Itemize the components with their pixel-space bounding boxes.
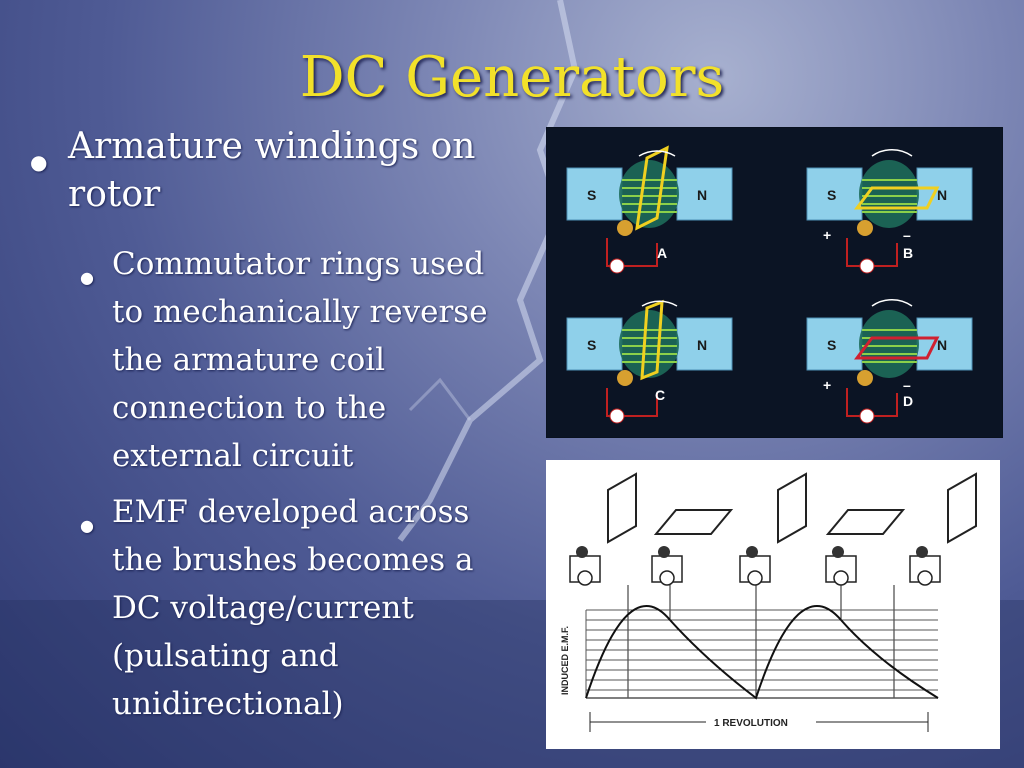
minus-label: – xyxy=(903,377,911,393)
bullet-level2: ● Commutator rings used to mechanically … xyxy=(80,240,520,480)
panel-a: S N A xyxy=(566,145,733,274)
y-axis-label: INDUCED E.M.F. xyxy=(560,626,570,695)
bullet-text: EMF developed across the brushes becomes… xyxy=(112,494,474,722)
bullet-level1: ● Armature windings on rotor xyxy=(30,123,520,219)
bullet-dot-icon: ● xyxy=(30,150,48,174)
panel-label: A xyxy=(657,245,667,261)
south-pole-label: S xyxy=(587,187,596,203)
bullet-dot-icon: ● xyxy=(80,516,94,535)
plus-label: + xyxy=(823,227,831,243)
north-pole-label: N xyxy=(937,337,947,353)
x-axis-label: 1 REVOLUTION xyxy=(714,718,788,729)
bullet-text: Armature windings on rotor xyxy=(68,126,476,215)
north-pole-label: N xyxy=(697,187,707,203)
panel-d: S N + – D xyxy=(806,299,973,424)
generator-positions-diagram: S N A S N + – B xyxy=(546,127,1003,438)
bullet-level2: ● EMF developed across the brushes becom… xyxy=(80,488,520,728)
bullet-text: Commutator rings used to mechanically re… xyxy=(112,246,488,474)
emf-waveform-diagram: INDUCED E.M.F. 1 REVOLUTION xyxy=(546,460,1000,749)
north-pole-label: N xyxy=(697,337,707,353)
plus-label: + xyxy=(823,377,831,393)
panel-label: B xyxy=(903,245,913,261)
panel-label: C xyxy=(655,387,665,403)
bullet-dot-icon: ● xyxy=(80,268,94,287)
north-pole-label: N xyxy=(937,187,947,203)
minus-label: – xyxy=(903,227,911,243)
panel-label: D xyxy=(903,393,913,409)
panel-c: S N C xyxy=(566,299,733,424)
south-pole-label: S xyxy=(587,337,596,353)
south-pole-label: S xyxy=(827,337,836,353)
south-pole-label: S xyxy=(827,187,836,203)
slide-title: DC Generators xyxy=(299,45,725,110)
panel-b: S N + – B xyxy=(806,149,973,274)
